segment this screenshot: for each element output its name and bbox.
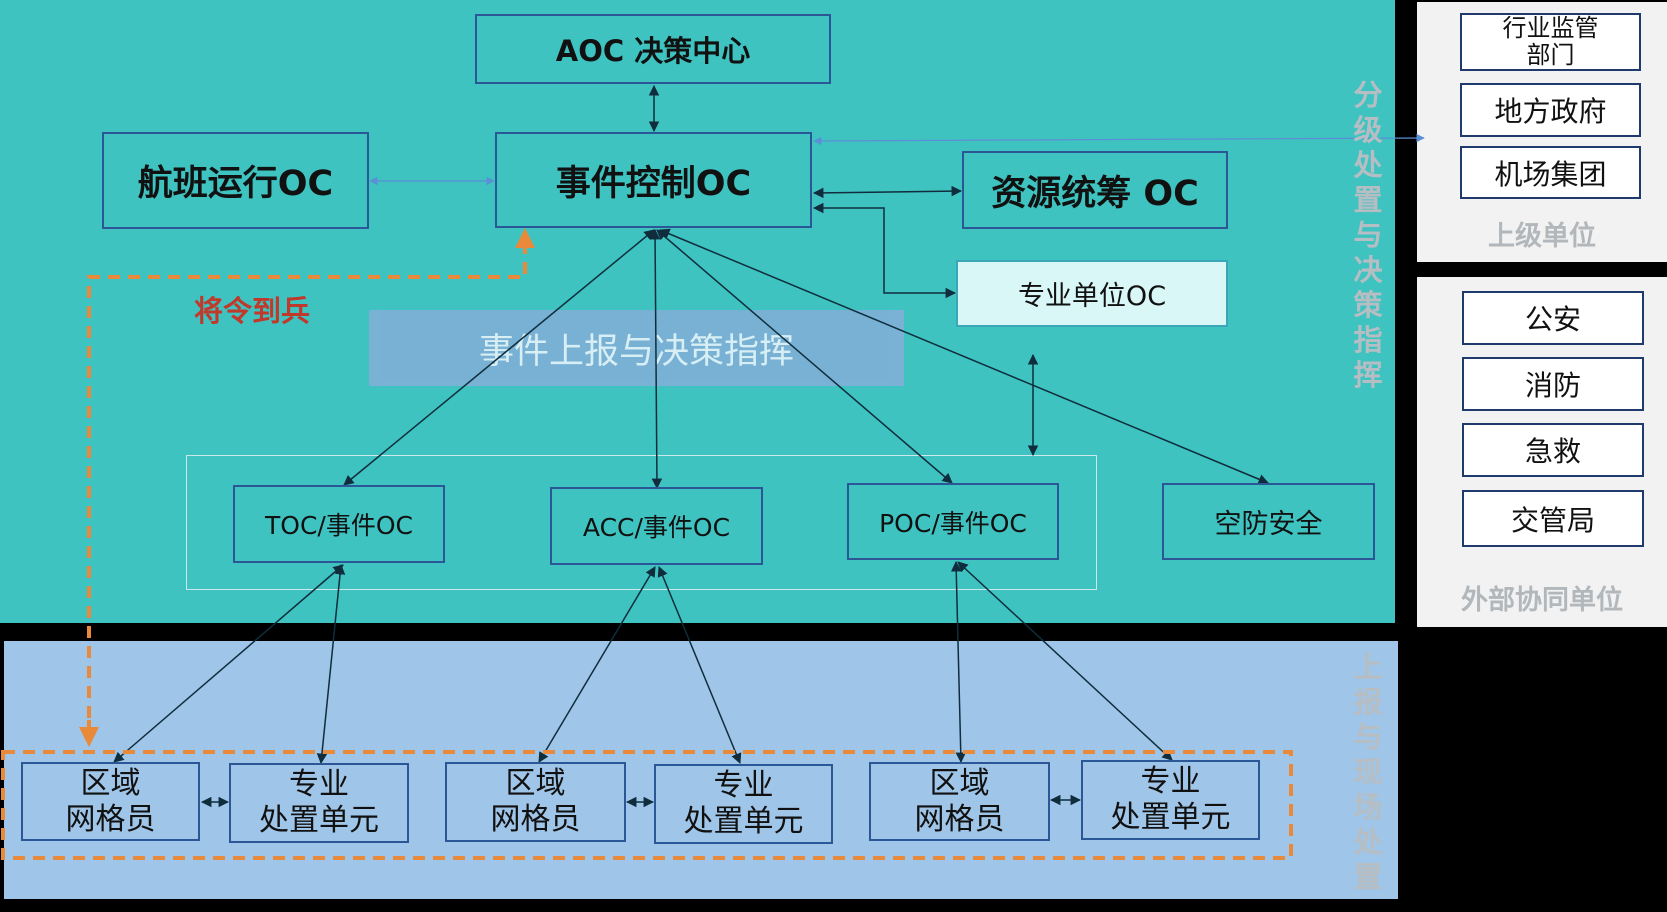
disposal-unit-2: 专业 处置单元 — [654, 764, 833, 844]
poc-event-oc: POC/事件OC — [847, 483, 1059, 560]
external-units-caption: 外部协同单位 — [1461, 585, 1623, 616]
airport-group: 机场集团 — [1460, 146, 1641, 199]
acc-event-oc: ACC/事件OC — [550, 487, 763, 565]
fire-department: 消防 — [1462, 357, 1644, 411]
superior-units-caption: 上级单位 — [1488, 221, 1596, 252]
report-onsite-label: 上报与现场处置 — [1353, 650, 1383, 894]
public-security: 公安 — [1462, 291, 1644, 345]
arrow-poc-grid3 — [950, 560, 967, 764]
arrow-toc-grid1 — [113, 564, 344, 763]
order-dashed-path — [87, 238, 527, 738]
toc-event-oc: TOC/事件OC — [233, 485, 445, 563]
professional-unit-oc: 专业单位OC — [956, 260, 1228, 327]
disposal-unit-1: 专业 处置单元 — [229, 763, 409, 843]
arrow-event-poc — [656, 229, 953, 484]
emergency-rescue: 急救 — [1462, 423, 1644, 477]
grid-member-1: 区域 网格员 — [21, 762, 200, 841]
resource-oc: 资源统筹 OC — [962, 151, 1228, 229]
arrow-event-toc — [343, 229, 655, 486]
frontline-dashed-frame — [1, 750, 1293, 860]
arrow-acc-unit2 — [657, 566, 742, 764]
tiered-command-label: 分级处置与决策指挥 — [1353, 78, 1383, 392]
arrow-toc-unit1 — [316, 563, 346, 765]
arrow-event-airsec — [659, 228, 1269, 485]
arrow-acc-grid2 — [538, 566, 656, 763]
grid-member-2: 区域 网格员 — [445, 762, 626, 842]
aoc-decision-center: AOC 决策中心 — [475, 14, 831, 84]
local-government: 地方政府 — [1460, 83, 1641, 137]
arrow-event-resource — [812, 185, 963, 199]
arrow-event-pro — [812, 202, 957, 299]
grid-member-3: 区域 网格员 — [869, 762, 1050, 841]
disposal-unit-3: 专业 处置单元 — [1081, 760, 1260, 840]
arrow-poc-unit3 — [957, 561, 1173, 761]
industry-regulator: 行业监管 部门 — [1460, 13, 1641, 71]
event-control-oc: 事件控制OC — [495, 132, 812, 228]
air-defense-security: 空防安全 — [1162, 483, 1375, 560]
traffic-management: 交管局 — [1462, 490, 1644, 547]
arrow-event-acc — [649, 228, 663, 490]
order-label: 将令到兵 — [194, 294, 311, 328]
arrow-event-superior — [813, 133, 1425, 146]
flight-oc: 航班运行OC — [102, 132, 369, 229]
